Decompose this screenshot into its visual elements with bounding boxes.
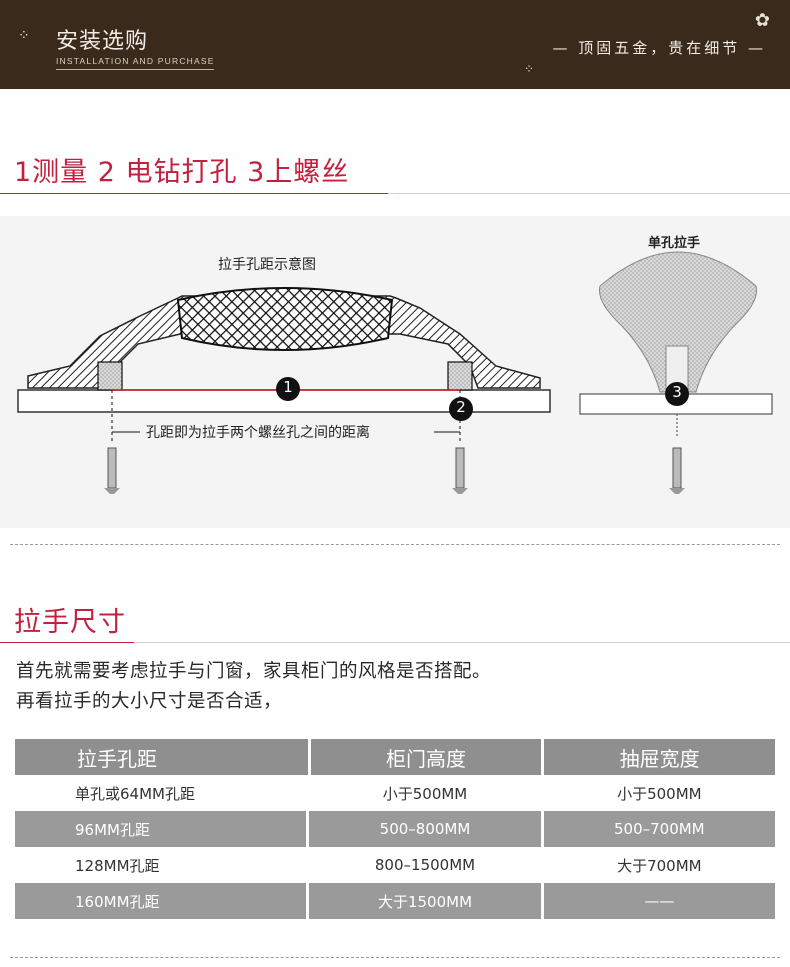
single-hole-caption: 单孔拉手 <box>648 236 701 251</box>
marker-3 <box>665 382 689 406</box>
marker-2-label: 2 <box>456 398 466 416</box>
section-title-size: 拉手尺寸 <box>14 607 126 638</box>
sparkle-icon: ⁘ <box>18 28 30 44</box>
table-cell: 160MM孔距 <box>15 883 307 919</box>
handle-body <box>27 295 541 389</box>
banner-rule <box>56 69 214 70</box>
section-underline-rest <box>388 193 790 194</box>
diagram-caption: 拉手孔距示意图 <box>218 257 316 273</box>
marker-1-label: 1 <box>283 378 293 396</box>
section-title-install: 1测量 2 电钻打孔 3上螺丝 <box>14 157 350 188</box>
table-cell: 800–1500MM <box>309 847 541 883</box>
marker-1 <box>276 377 300 401</box>
header-drawer-width: 抽屉宽度 <box>544 739 776 775</box>
screw-icon <box>452 447 468 494</box>
table-cell: —— <box>543 883 775 919</box>
table-cell: 小于500MM <box>309 775 541 811</box>
table-cell: 单孔或64MM孔距 <box>15 775 307 811</box>
bottom-divider <box>10 957 780 958</box>
header-door-height: 柜门高度 <box>310 739 542 775</box>
handle-diagram-svg <box>17 251 773 494</box>
marker-3-label: 3 <box>672 383 682 401</box>
banner-title: 安装选购 <box>56 29 149 54</box>
top-banner: ⁘ 安装选购 INSTALLATION AND PURCHASE ✿ — 顶固五… <box>0 0 790 89</box>
size-table: 拉手孔距 柜门高度 抽屉宽度 单孔或64MM孔距 小于500MM 小于500MM… <box>15 739 776 919</box>
handle-grip <box>176 287 394 351</box>
flower-icon: ✿ <box>754 10 770 31</box>
banner-subtitle: INSTALLATION AND PURCHASE <box>56 56 215 66</box>
sparkle-icon-small: ⁘ <box>524 62 535 76</box>
screw-icon <box>104 447 120 494</box>
marker-2 <box>449 397 473 421</box>
table-row: 96MM孔距 500–800MM 500–700MM <box>15 811 775 847</box>
table-cell: 大于1500MM <box>309 883 541 919</box>
table-cell: 500–700MM <box>543 811 775 847</box>
section-underline <box>0 642 134 643</box>
screw-icon <box>669 447 685 494</box>
table-row: 160MM孔距 大于1500MM —— <box>15 883 775 919</box>
table-cell: 小于500MM <box>543 775 775 811</box>
section-underline <box>0 193 388 194</box>
table-cell: 96MM孔距 <box>15 811 307 847</box>
table-row: 128MM孔距 800–1500MM 大于700MM <box>15 847 775 883</box>
table-cell: 500–800MM <box>309 811 541 847</box>
table-row: 单孔或64MM孔距 小于500MM 小于500MM <box>15 775 775 811</box>
header-hole-distance: 拉手孔距 <box>15 739 308 775</box>
table-cell: 大于700MM <box>543 847 775 883</box>
section-underline-rest <box>134 642 790 643</box>
banner-tagline: — 顶固五金，贵在细节 — <box>552 39 766 57</box>
installation-diagram: 拉手孔距示意图 单孔拉手 孔距即为拉手两个螺丝孔之间的距离 1 2 3 <box>0 216 790 528</box>
distance-label: 孔距即为拉手两个螺丝孔之间的距离 <box>144 422 372 442</box>
section-divider <box>10 544 780 545</box>
table-header-row: 拉手孔距 柜门高度 抽屉宽度 <box>15 739 776 775</box>
table-cell: 128MM孔距 <box>15 847 307 883</box>
intro-line-2: 再看拉手的大小尺寸是否合适， <box>16 691 283 712</box>
knob-body <box>598 251 758 393</box>
intro-line-1: 首先就需要考虑拉手与门窗，家具柜门的风格是否搭配。 <box>16 661 492 682</box>
